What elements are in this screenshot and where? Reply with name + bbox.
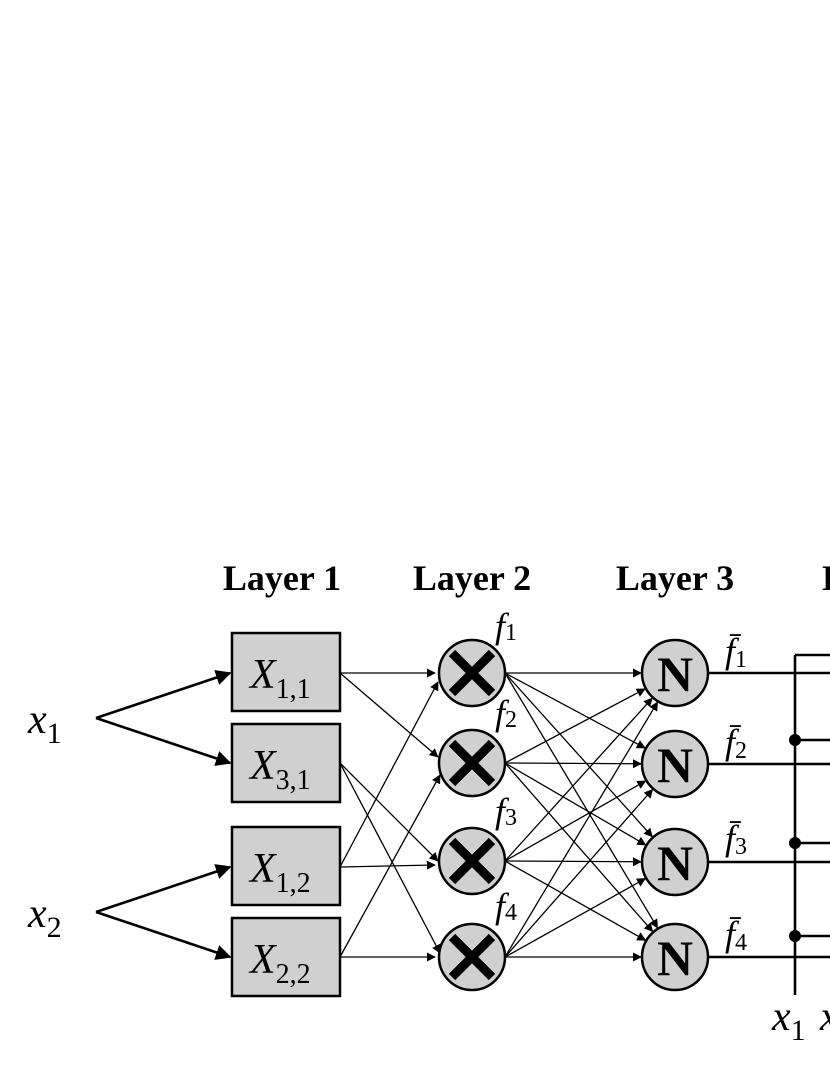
input-connections (95, 670, 232, 960)
svg-text:N: N (657, 835, 693, 891)
layer2-to-layer3-connections (504, 668, 659, 962)
layer1-node-2: X3,1 (230, 722, 342, 804)
svg-text:x1: x1 (771, 994, 806, 1047)
svg-text:N: N (657, 930, 693, 986)
layer-2-title: Layer 2 (413, 558, 531, 598)
svg-text:f3: f3 (495, 791, 517, 831)
svg-text:N: N (657, 737, 693, 793)
multiply-icon (448, 739, 496, 787)
layer-3-title: Layer 3 (616, 558, 734, 598)
connection-l2-4-l3-3 (504, 878, 647, 958)
layer2-node-2: f2 (437, 693, 517, 798)
connection-l2-1-l3-2 (504, 672, 646, 749)
multiply-icon (448, 933, 496, 981)
connection-l2-2-l3-1 (504, 688, 646, 764)
layer3-node-2: N f̄2 (640, 722, 747, 799)
bottom-input-x2: x (819, 994, 830, 1040)
layer3-node-1: N f̄1 (640, 631, 747, 708)
svg-text:f2: f2 (495, 693, 517, 733)
multiply-icon (448, 837, 496, 885)
connection-l2-3-l3-3 (504, 857, 642, 867)
svg-text:f̄3: f̄3 (725, 818, 747, 860)
svg-text:x: x (819, 994, 830, 1040)
svg-text:X3,1: X3,1 (248, 743, 311, 796)
connection-l2-3-l3-1 (504, 697, 653, 862)
connection-l2-4-l3-1 (504, 701, 659, 958)
layer-4-title: L (822, 558, 830, 598)
connection-l2-4-l3-2 (504, 788, 654, 958)
layer1-node-3: X1,2 (230, 825, 342, 907)
layer3-output-lines (708, 653, 830, 995)
connection-l2-2-l3-2 (504, 759, 642, 769)
layer3-node-4: N f̄4 (640, 914, 747, 992)
layer1-node-1: X1,1 (230, 631, 342, 713)
layer1-to-layer2-connections (339, 668, 441, 962)
svg-text:f̄4: f̄4 (725, 914, 747, 956)
svg-text:X2,2: X2,2 (248, 937, 311, 990)
multiply-icon (448, 649, 496, 697)
connection-l2-3-l3-2 (504, 780, 647, 862)
connection-l2-3-l3-4 (504, 860, 647, 941)
layer2-node-4: f4 (437, 886, 517, 992)
layer3-node-3: N f̄3 (640, 818, 747, 897)
svg-text:x1: x1 (27, 697, 62, 750)
svg-text:f̄2: f̄2 (725, 722, 747, 764)
svg-text:x2: x2 (27, 891, 62, 944)
connection-l2-2-l3-4 (504, 762, 654, 933)
input-x2: x2 (27, 891, 62, 944)
layer1-node-4: X2,2 (230, 916, 342, 998)
layer2-node-3: f3 (437, 791, 517, 896)
layer-1-title: Layer 1 (223, 558, 341, 598)
svg-text:N: N (657, 646, 693, 702)
svg-text:f̄1: f̄1 (725, 631, 747, 673)
svg-text:f4: f4 (495, 886, 517, 926)
connection-l2-1-l3-4 (504, 672, 659, 929)
connection-l2-1-l3-3 (504, 672, 653, 838)
input-x1: x1 (27, 697, 62, 750)
connection-l2-2-l3-3 (504, 762, 647, 846)
bottom-input-x1: x1 (771, 994, 806, 1047)
svg-text:f1: f1 (495, 606, 517, 646)
svg-text:X1,1: X1,1 (248, 652, 311, 705)
svg-text:X1,2: X1,2 (248, 846, 311, 899)
layer2-node-1: f1 (437, 606, 517, 708)
